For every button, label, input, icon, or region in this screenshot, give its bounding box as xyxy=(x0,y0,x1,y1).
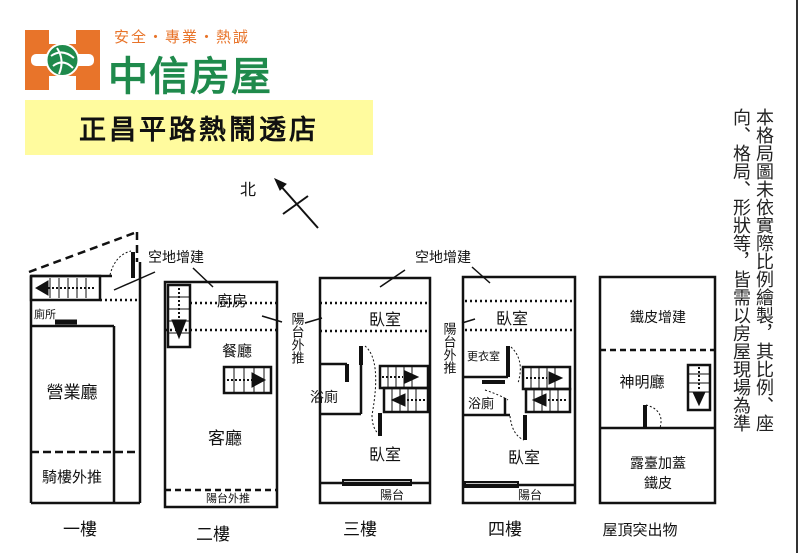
disclaimer-line-1: 本格局圖未依實際比例繪製，其比例、座 xyxy=(753,108,774,432)
f1-title: 一樓 xyxy=(63,520,97,540)
disclaimer-line-2: 向、格局、形狀等，皆需以房屋現場為準 xyxy=(730,108,751,432)
roof-title: 屋頂突出物 xyxy=(602,521,677,539)
floor-3-plan xyxy=(318,269,432,505)
f2-kitchen-label: 廚房 xyxy=(217,292,247,310)
f2-side-balcony-ext-label: 陽台外推 xyxy=(289,312,305,364)
brand-name: 中信房屋 xyxy=(108,54,272,100)
f3-bath-label: 浴廁 xyxy=(310,389,338,406)
f2-balcony-ext-label: 陽台外推 xyxy=(206,491,250,505)
floor-2-plan xyxy=(163,267,283,509)
brand-slogan: 安全・專業・熱誠 xyxy=(114,28,251,46)
f2-dining-label: 餐廳 xyxy=(222,342,252,360)
roof-terrace-label-2: 鐵皮 xyxy=(644,475,672,492)
f1-arcade-label: 騎樓外推 xyxy=(42,468,102,486)
right-border xyxy=(796,0,798,553)
f1-extension-label: 空地增建 xyxy=(148,250,204,266)
f4-title: 四樓 xyxy=(488,520,522,540)
roof-terrace-label-1: 露臺加蓋 xyxy=(630,456,686,472)
f4-closet-label: 更衣室 xyxy=(467,349,500,363)
f3-title: 三樓 xyxy=(343,520,377,540)
staircase-icon xyxy=(382,366,426,412)
f1-toilet-label: 廁所 xyxy=(34,307,56,321)
staircase-icon xyxy=(168,288,267,393)
north-label: 北 xyxy=(240,180,256,199)
roof-iron-ext-label: 鐵皮增建 xyxy=(630,309,686,326)
f3-bedroom-top-label: 臥室 xyxy=(369,310,401,329)
company-logo-icon xyxy=(25,30,100,90)
f3-balcony-label: 陽台 xyxy=(380,487,404,502)
staircase-icon xyxy=(35,278,95,298)
rooftop-plan xyxy=(598,275,717,505)
f2-title: 二樓 xyxy=(196,525,230,545)
f1-hall-label: 營業廳 xyxy=(47,383,98,403)
f2-living-label: 客廳 xyxy=(208,429,242,449)
f4-bedroom-bottom-label: 臥室 xyxy=(508,448,540,467)
store-name-banner: 正昌平路熱鬧透店 xyxy=(25,100,373,155)
f4-bath-label: 浴廁 xyxy=(468,396,494,412)
roof-shrine-label: 神明廳 xyxy=(619,373,664,391)
f3-bedroom-bottom-label: 臥室 xyxy=(369,445,401,464)
staircase-icon xyxy=(688,367,710,407)
north-arrow-icon xyxy=(273,177,319,229)
staircase-icon xyxy=(526,367,568,412)
floor-1-plan xyxy=(28,230,156,505)
f4-bedroom-top-label: 臥室 xyxy=(496,309,528,328)
f4-balcony-label: 陽台 xyxy=(518,487,542,502)
f3-extension-label: 空地增建 xyxy=(415,250,471,266)
f4-side-balcony-ext-label: 陽台外推 xyxy=(441,322,457,374)
